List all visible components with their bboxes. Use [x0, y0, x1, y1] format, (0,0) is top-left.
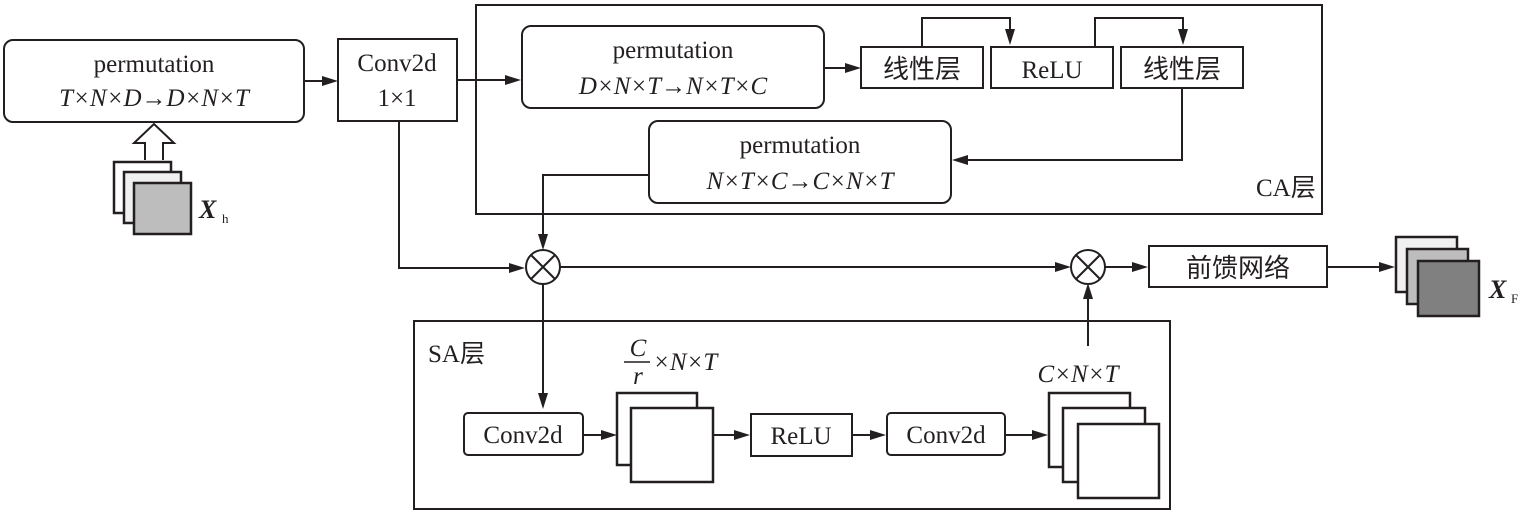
reduced-feature-stack [615, 391, 715, 484]
arrow-head-icon [1005, 29, 1015, 45]
relu-ca-label: ReLU [1021, 57, 1082, 84]
permutation-ca-out-block[interactable]: permutation N×T×C→C×N×T [648, 120, 952, 204]
output-tensor-symbol: X [1488, 275, 1507, 304]
linear-layer-1-label: 线性层 [883, 55, 961, 85]
shape-reduced-rest: ×N×T [653, 349, 719, 376]
arrow-head-icon [505, 75, 521, 85]
input-tensor-symbol: X [198, 195, 217, 224]
linear-layer-2-block[interactable]: 线性层 [1120, 46, 1244, 89]
output-feature-map-3 [1416, 259, 1481, 318]
ca-layer-frame [475, 4, 1323, 215]
linear-layer-1-block[interactable]: 线性层 [860, 46, 984, 89]
arrow-head-icon [601, 430, 617, 440]
output-tensor-subscript: F [1511, 291, 1518, 306]
relu-ca-box [990, 46, 1114, 89]
arrow-head-icon [322, 76, 338, 86]
arrow-head-icon [1032, 430, 1048, 440]
feedforward-network-label: 前馈网络 [1186, 254, 1290, 284]
sa-layer-frame [413, 320, 1171, 510]
arrow-head-icon [845, 63, 861, 73]
shape-full: C×N×T [1038, 361, 1121, 388]
input-tensor-stack[interactable] [112, 160, 193, 236]
sa-relu-label: ReLU [770, 423, 831, 450]
sa-layer-label: SA层 [428, 341, 485, 368]
arrow-head-icon [1055, 262, 1071, 272]
arrow-head-icon [1178, 29, 1188, 45]
reduced-feature-map-2 [629, 406, 715, 484]
multiply-operator-2 [1070, 249, 1106, 285]
input-feature-map-3 [132, 181, 193, 236]
conv2d-1x1-block[interactable]: Conv2d 1×1 [337, 38, 458, 122]
arrow-head-icon [952, 155, 968, 165]
linear-layer-2-label: 线性层 [1143, 55, 1221, 85]
permutation-ca-in-formula: D×N×T→N×T×C [578, 73, 768, 100]
full-feature-stack [1047, 391, 1161, 500]
permutation-ca-out-formula: N×T×C→C×N×T [706, 168, 896, 195]
permutation-ca-in-title: permutation [613, 37, 734, 64]
arrow-head-icon [538, 393, 548, 409]
input-tensor-subscript: h [222, 211, 229, 226]
arrow-head-icon [1083, 283, 1093, 299]
permutation-ca-out-title: permutation [740, 132, 861, 159]
sa-conv2d-2-block[interactable]: Conv2d [886, 412, 1006, 456]
sa-conv2d-2-label: Conv2d [906, 422, 986, 449]
permutation-input-block[interactable]: permutation T×N×D→D×N×T [3, 39, 305, 123]
arrow-head-icon [509, 263, 525, 273]
permutation-input-formula: T×N×D→D×N×T [59, 85, 251, 112]
ca-layer-label: CA层 [1256, 175, 1316, 202]
permutation-input-title: permutation [94, 51, 215, 78]
conv2d-1x1-title: Conv2d [357, 50, 437, 77]
arrow-head-icon [870, 430, 886, 440]
shape-reduced-denominator: r [633, 363, 643, 390]
linear-layer-2-box [1120, 46, 1244, 89]
sa-conv2d-1-label: Conv2d [483, 422, 563, 449]
feedforward-network-box [1148, 245, 1328, 288]
shape-reduced-numerator: C [630, 335, 647, 362]
permutation-ca-out-box [648, 120, 952, 204]
full-feature-map-3 [1076, 422, 1161, 500]
conv2d-1x1-box [337, 38, 458, 122]
arrow-head-icon [734, 430, 750, 440]
feedforward-network-block[interactable]: 前馈网络 [1148, 245, 1328, 288]
output-tensor-stack[interactable] [1394, 235, 1481, 318]
arrow-head-icon [538, 234, 548, 250]
arrow-head-icon [1379, 262, 1395, 272]
permutation-ca-in-block[interactable]: permutation D×N×T→N×T×C [521, 25, 825, 109]
relu-ca-block[interactable]: ReLU [990, 46, 1114, 89]
multiply-operator-1 [525, 249, 561, 285]
linear-layer-1-box [860, 46, 984, 89]
sa-relu-block[interactable]: ReLU [750, 413, 853, 457]
sa-conv2d-1-block[interactable]: Conv2d [463, 412, 584, 456]
arrow-head-icon [1132, 262, 1148, 272]
hollow-up-arrow-icon [131, 122, 177, 160]
sa-relu-box [750, 413, 853, 457]
conv2d-1x1-kernel: 1×1 [377, 85, 416, 112]
